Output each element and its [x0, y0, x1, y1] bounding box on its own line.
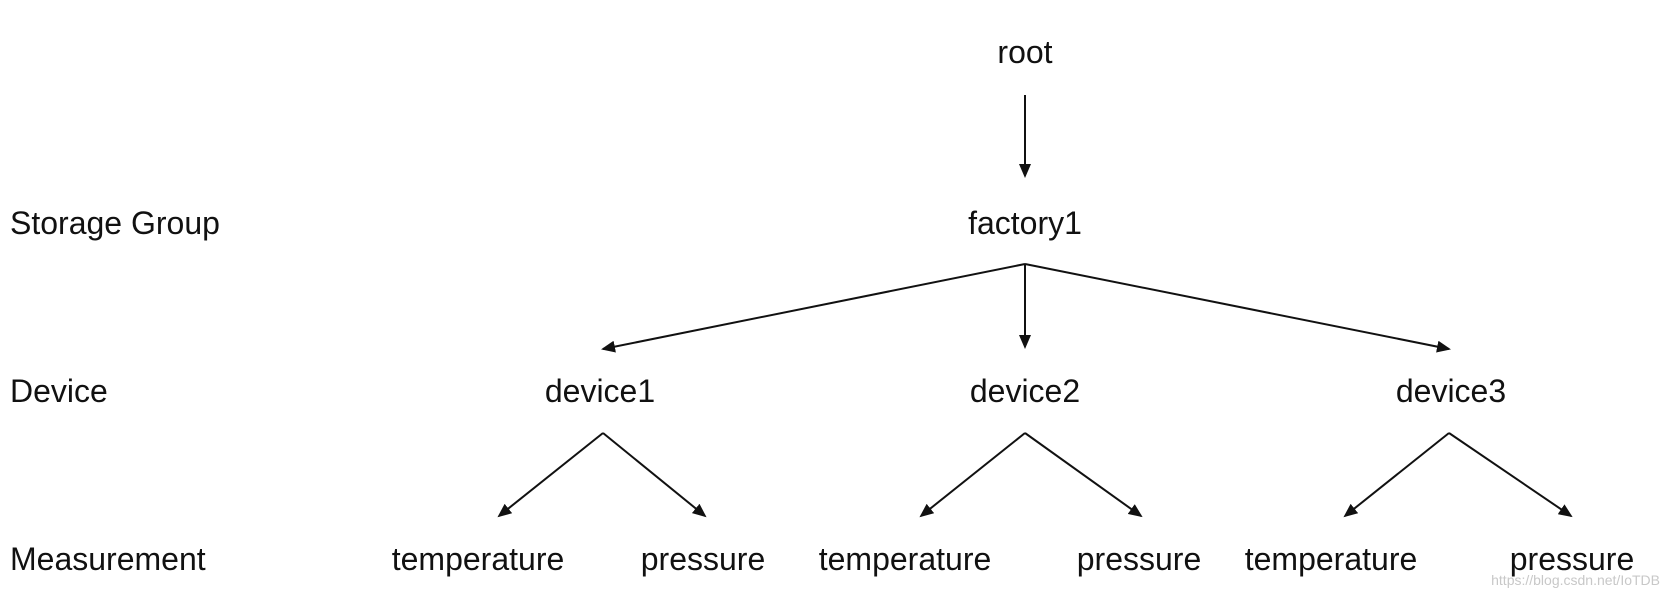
edge-factory1-device1	[601, 263, 1026, 353]
edge-device2-pressure	[1024, 432, 1143, 518]
node-device1: device1	[544, 373, 656, 409]
node-device2-temperature: temperature	[818, 541, 992, 577]
node-device3: device3	[1395, 373, 1507, 409]
level-label-device: Device	[10, 373, 108, 409]
edge-device2-temperature	[919, 432, 1026, 518]
edge-device1-temperature	[497, 432, 604, 518]
node-device3-temperature: temperature	[1244, 541, 1418, 577]
edge-factory1-device3	[1024, 263, 1451, 353]
edge-device1-pressure	[602, 432, 707, 518]
node-device1-temperature: temperature	[391, 541, 565, 577]
node-device1-pressure: pressure	[640, 541, 766, 577]
node-device3-pressure: pressure	[1509, 541, 1635, 577]
node-device2: device2	[969, 373, 1081, 409]
watermark: https://blog.csdn.net/IoTDB	[1491, 572, 1660, 588]
edge-device3-temperature	[1343, 432, 1450, 518]
level-label-measurement: Measurement	[10, 541, 206, 577]
node-factory1: factory1	[968, 205, 1082, 241]
level-label-storage-group: Storage Group	[10, 205, 220, 241]
node-root: root	[997, 34, 1053, 70]
edge-device3-pressure	[1448, 432, 1573, 518]
node-device2-pressure: pressure	[1076, 541, 1202, 577]
